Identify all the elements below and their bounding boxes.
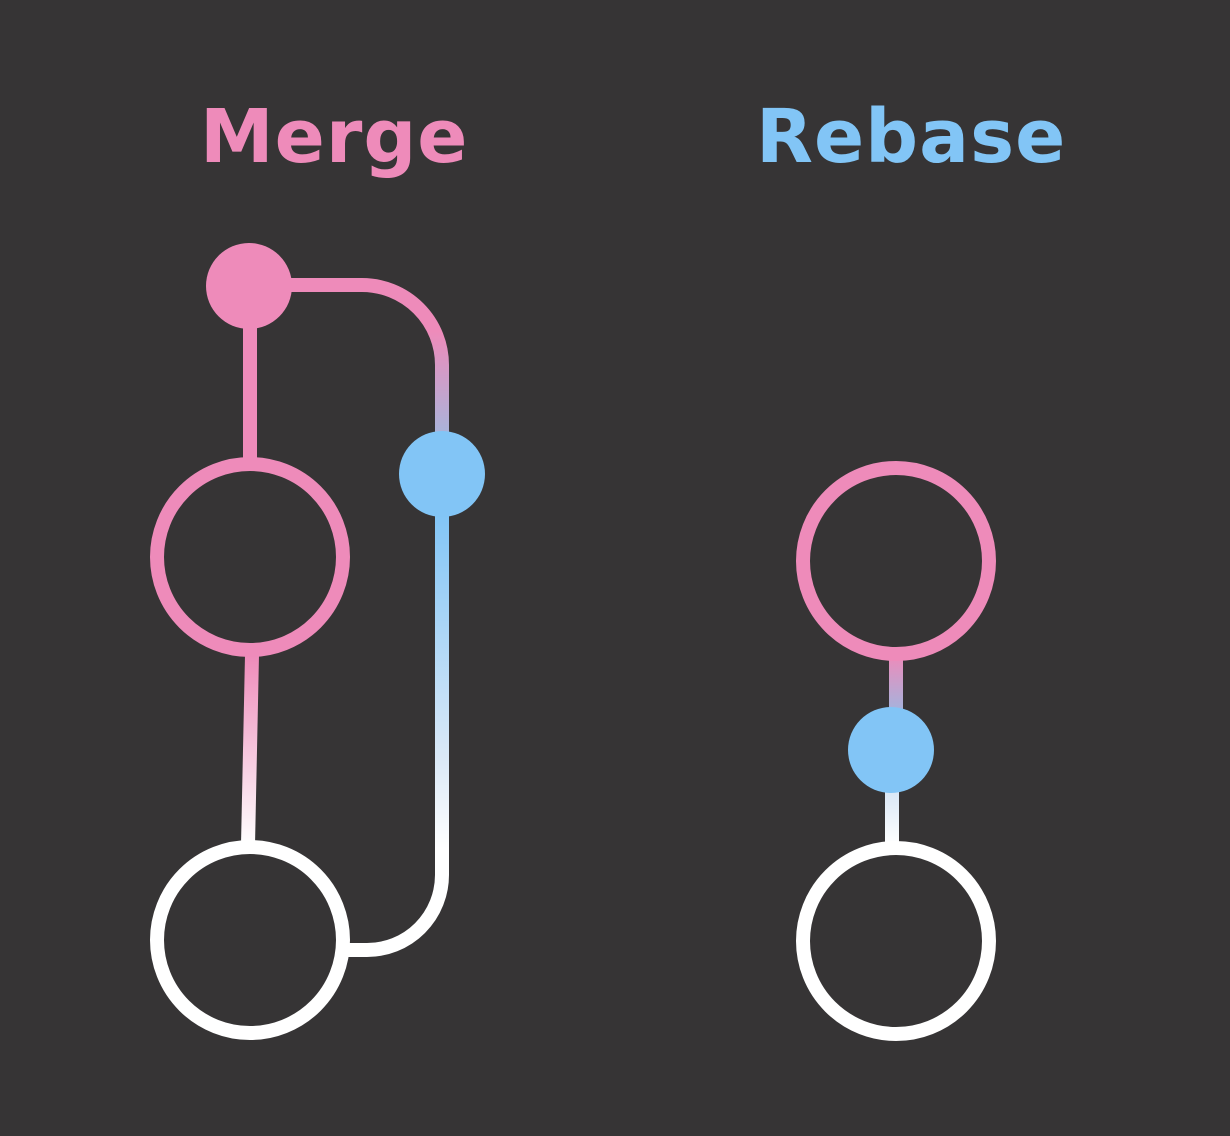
merge-branch-line-bottom bbox=[345, 510, 449, 957]
merge-title: Merge bbox=[200, 94, 469, 180]
rebase-feature-commit bbox=[848, 707, 934, 793]
rebase-title: Rebase bbox=[756, 94, 1067, 180]
merge-commit-node bbox=[150, 840, 350, 1040]
merge-main-commit-node bbox=[150, 457, 350, 657]
merge-branch-line-top bbox=[275, 278, 449, 440]
merge-branch-point-commit bbox=[206, 243, 292, 329]
merge-feature-commit bbox=[399, 431, 485, 517]
rebase-base-commit-node bbox=[796, 461, 996, 661]
merge-main-line-bottom bbox=[241, 654, 259, 846]
rebase-head-commit-node bbox=[796, 841, 996, 1041]
